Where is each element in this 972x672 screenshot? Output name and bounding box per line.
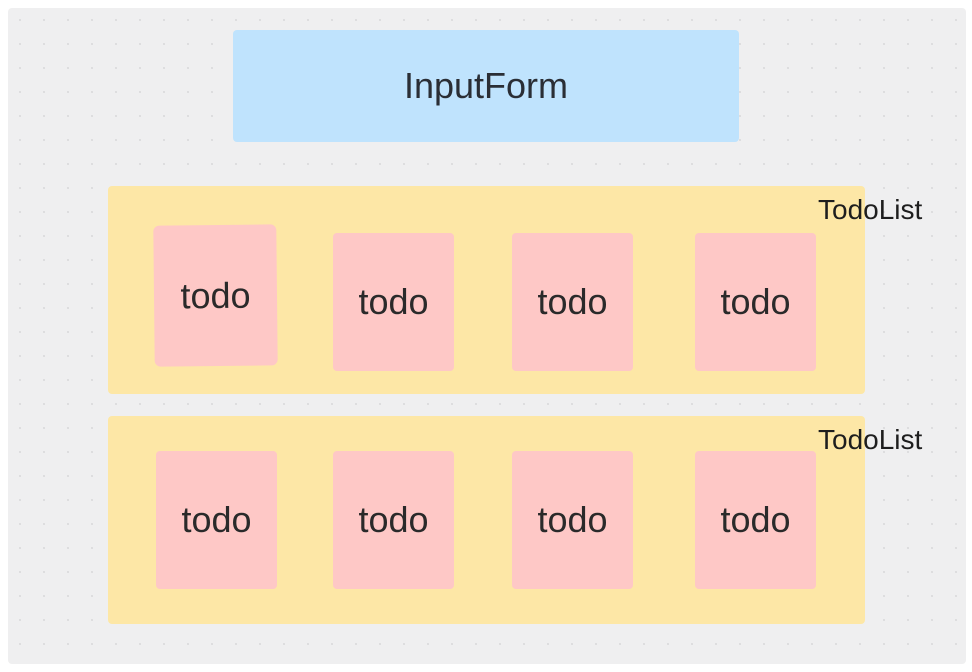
todo-card-1-4[interactable]: todo: [695, 233, 816, 371]
todo-card-2-2[interactable]: todo: [333, 451, 454, 589]
todo-card-label: todo: [720, 281, 791, 322]
input-form-label: InputForm: [403, 65, 569, 106]
todo-card-label: todo: [358, 499, 429, 540]
todo-card-1-3[interactable]: todo: [512, 233, 633, 371]
todo-card-2-1[interactable]: todo: [156, 451, 277, 589]
todo-list-label-2: TodoList: [818, 424, 923, 455]
todo-card-2-4[interactable]: todo: [695, 451, 816, 589]
todo-card-label: todo: [181, 499, 252, 540]
input-form-box[interactable]: InputForm: [233, 30, 739, 142]
todo-list-label-1: TodoList: [818, 194, 923, 225]
todo-card-label: todo: [720, 499, 791, 540]
todo-card-label: todo: [537, 499, 608, 540]
todo-card-2-3[interactable]: todo: [512, 451, 633, 589]
todo-card-label: todo: [537, 281, 608, 322]
todo-card-1-2[interactable]: todo: [333, 233, 454, 371]
todo-card-label: todo: [180, 274, 251, 316]
todo-card-1-1[interactable]: todo: [153, 224, 278, 367]
todo-card-label: todo: [358, 281, 429, 322]
